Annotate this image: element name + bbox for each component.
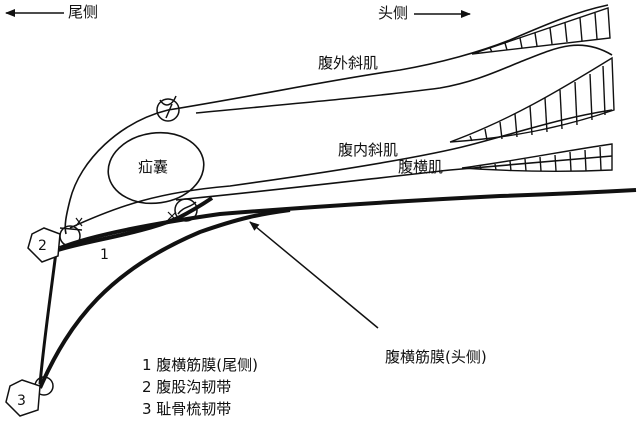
marker-1-text: 1	[100, 247, 109, 263]
transversus-label: 腹横肌	[398, 158, 444, 176]
legend-item-2: 2 腹股沟韧带	[142, 378, 232, 396]
external-oblique-line	[167, 4, 609, 111]
transversalis-fascia-cranial	[59, 188, 637, 250]
external-oblique-label: 腹外斜肌	[318, 54, 379, 72]
marker-3-diamond	[5, 379, 41, 417]
external-oblique-loop	[64, 109, 169, 235]
internal-oblique-hatching	[449, 56, 615, 143]
suture-mark-top	[156, 95, 180, 122]
iliopubic-tract-line	[38, 208, 291, 389]
legend-item-3: 3 耻骨梳韧带	[142, 400, 232, 418]
ligament-connector	[38, 251, 58, 385]
transversus-line	[175, 155, 613, 201]
marker-3-text: 3	[17, 393, 26, 409]
internal-oblique-line	[69, 109, 613, 229]
external-oblique-lower-line	[195, 44, 613, 114]
fascia-cranial-label: 腹横筋膜(头侧)	[385, 348, 487, 366]
external-oblique-hatching	[471, 7, 611, 55]
marker-2-diamond	[27, 227, 61, 263]
caudal-label: 尾侧	[68, 3, 99, 21]
legend-item-1: 1 腹横筋膜(尾侧)	[142, 356, 259, 374]
suture-mark-mid	[174, 198, 198, 222]
transversus-hatching	[461, 143, 613, 173]
hernia-sac	[107, 131, 205, 205]
hernia-sac-label: 疝囊	[138, 158, 169, 176]
stitch-mark	[75, 211, 177, 227]
transversalis-fascia-caudal	[57, 196, 214, 252]
cranial-label: 头侧	[378, 4, 409, 22]
fascia-pointer-arrow	[249, 221, 379, 329]
marker-2-text: 2	[38, 238, 47, 254]
internal-oblique-label: 腹内斜肌	[338, 141, 399, 159]
